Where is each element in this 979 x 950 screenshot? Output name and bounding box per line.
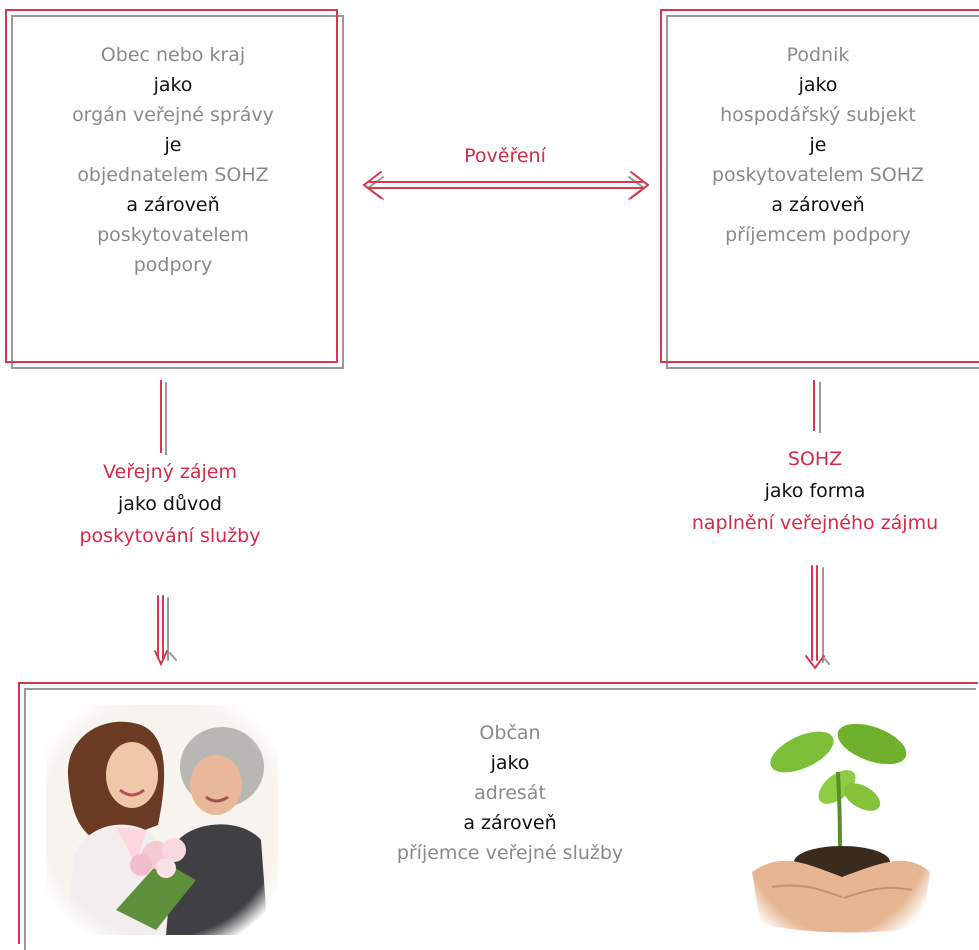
- left-connector-top: [160, 380, 167, 455]
- right-box-line: příjemcem podpory: [725, 224, 911, 246]
- right-box-text: Podnik jako hospodářský subjekt je posky…: [660, 40, 976, 250]
- bottom-box-line: jako: [490, 752, 530, 774]
- right-connector-top: [813, 380, 821, 433]
- photo-hands-seedling: [742, 712, 932, 935]
- right-box: [655, 0, 979, 372]
- right-box-line: jako: [798, 74, 838, 96]
- right-box-line: Podnik: [786, 44, 850, 66]
- left-box-line: je: [164, 134, 182, 156]
- right-label-line: SOHZ: [787, 448, 843, 470]
- left-label-line: poskytování služby: [79, 525, 261, 547]
- left-box-line: podpory: [133, 254, 213, 276]
- right-box-line: poskytovatelem SOHZ: [711, 164, 925, 186]
- bottom-box-line: Občan: [479, 722, 541, 744]
- right-box-line: hospodářský subjekt: [720, 104, 916, 126]
- left-box-line: Obec nebo kraj: [100, 44, 246, 66]
- left-label-line: jako důvod: [118, 493, 222, 515]
- left-box-line: a zároveň: [126, 194, 220, 216]
- women-flowers-illustration: [46, 705, 278, 935]
- left-box-line: orgán veřejné správy: [72, 104, 274, 126]
- right-label-line: jako forma: [764, 480, 866, 502]
- left-arrow-label: Veřejný zájem jako důvod poskytování slu…: [40, 456, 300, 552]
- bottom-box-line: adresát: [474, 782, 546, 804]
- bottom-box: [0, 680, 979, 950]
- left-box-line: poskytovatelem: [97, 224, 249, 246]
- bottom-box-line: příjemce veřejné služby: [396, 842, 624, 864]
- right-down-arrow: [805, 565, 830, 670]
- photo-women-flowers: [46, 705, 278, 935]
- left-label-line: Veřejný zájem: [103, 461, 237, 483]
- right-arrow-label: SOHZ jako forma naplnění veřejného zájmu: [655, 443, 975, 539]
- double-arrow: [362, 171, 650, 200]
- left-box-text: Obec nebo kraj jako orgán veřejné správy…: [12, 40, 334, 280]
- right-box-line: a zároveň: [771, 194, 865, 216]
- middle-arrow-label: Pověření: [464, 145, 546, 167]
- right-box-line: je: [809, 134, 827, 156]
- bottom-box-text: Občan jako adresát a zároveň příjemce ve…: [330, 718, 690, 868]
- left-box: [0, 0, 345, 372]
- left-box-line: objednatelem SOHZ: [77, 164, 269, 186]
- bottom-box-line: a zároveň: [463, 812, 557, 834]
- seedling-illustration: [742, 712, 932, 935]
- left-box-line: jako: [153, 74, 193, 96]
- right-label-line: naplnění veřejného zájmu: [691, 512, 939, 534]
- left-down-arrow: [154, 595, 177, 667]
